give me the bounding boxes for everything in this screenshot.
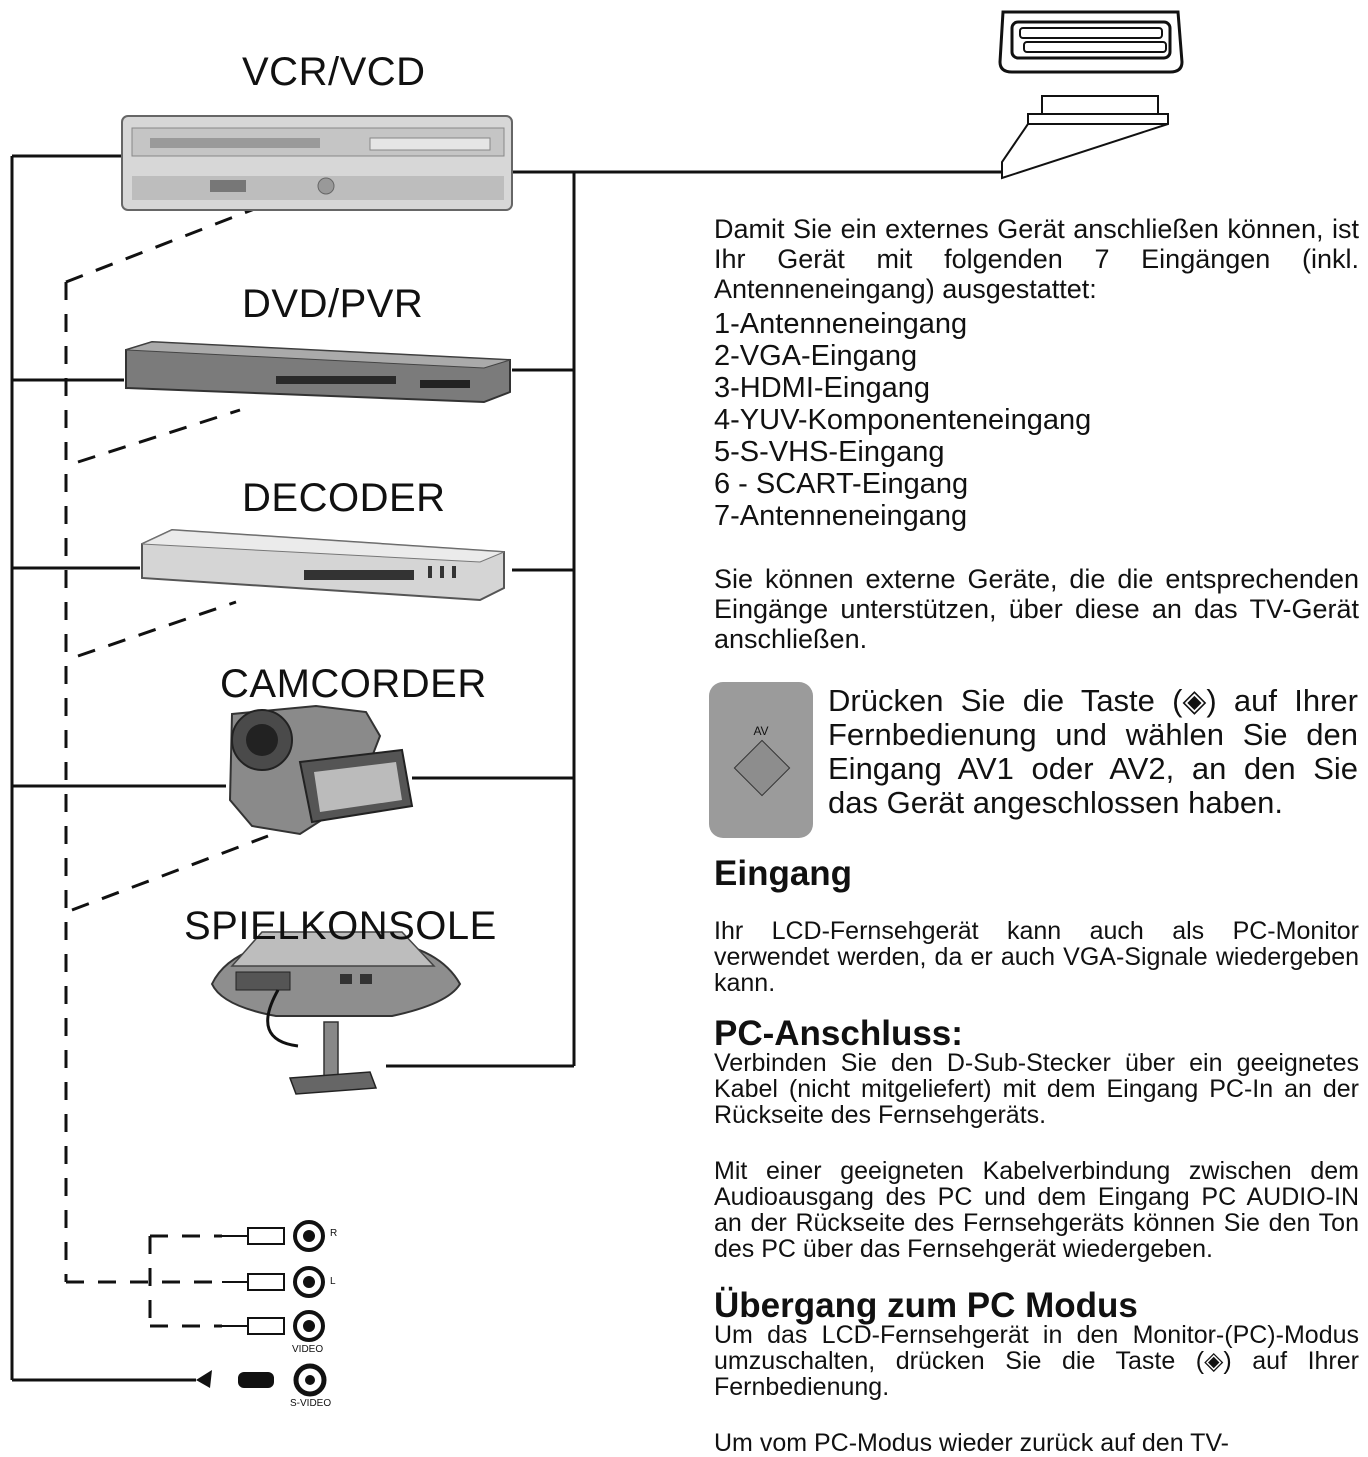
list-item: 5-S-VHS-Eingang (714, 436, 1091, 468)
console-label: SPIELKONSOLE (184, 904, 497, 949)
external-devices-paragraph: Sie können externe Geräte, die die entsp… (714, 564, 1359, 654)
av-diamond-icon (734, 740, 791, 797)
av-button-illustration: AV (709, 682, 813, 838)
camcorder-label: CAMCORDER (220, 662, 487, 707)
pc-paragraph-2: Mit einer geeigneten Kabelverbindung zwi… (714, 1158, 1359, 1262)
list-item: 7-Antenneneingang (714, 500, 1091, 532)
jack-l-label: L (330, 1276, 336, 1287)
pc-paragraph-1: Verbinden Sie den D-Sub-Stecker über ein… (714, 1050, 1359, 1128)
list-item: 4-YUV-Komponenteneingang (714, 404, 1091, 436)
dvd-device-icon (126, 342, 510, 402)
jack-r-label: R (330, 1228, 337, 1239)
heading-input: Eingang (714, 856, 852, 892)
heading-pc-connection: PC-Anschluss: (714, 1016, 963, 1052)
list-item: 1-Antenneneingang (714, 308, 1091, 340)
vcr-label: VCR/VCD (242, 50, 426, 95)
jack-video-label: VIDEO (292, 1344, 323, 1355)
svideo-jack-icon (196, 1366, 324, 1394)
decoder-label: DECODER (242, 476, 446, 521)
heading-pc-mode: Übergang zum PC Modus (714, 1288, 1138, 1324)
input-list: 1-Antenneneingang 2-VGA-Eingang 3-HDMI-E… (714, 308, 1091, 532)
input-paragraph: Ihr LCD-Fernsehgerät kann auch als PC-Mo… (714, 918, 1359, 996)
list-item: 6 - SCART-Eingang (714, 468, 1091, 500)
intro-paragraph: Damit Sie ein externes Gerät anschließen… (714, 214, 1359, 304)
camcorder-device-icon (230, 706, 412, 834)
jack-svideo-label: S-VIDEO (290, 1398, 331, 1409)
av-button-label: AV (709, 724, 813, 738)
dvd-label: DVD/PVR (242, 282, 423, 327)
pc-mode-paragraph: Um das LCD-Fernsehgerät in den Monitor-(… (714, 1322, 1359, 1400)
game-console-device-icon (212, 932, 460, 1094)
list-item: 3-HDMI-Eingang (714, 372, 1091, 404)
decoder-device-icon (142, 530, 504, 600)
vcr-device-icon (122, 116, 512, 210)
av-instruction: Drücken Sie die Taste (◈) auf Ihrer Fern… (828, 684, 1358, 820)
list-item: 2-VGA-Eingang (714, 340, 1091, 372)
pc-mode-paragraph-2: Um vom PC-Modus wieder zurück auf den TV… (714, 1430, 1359, 1456)
rca-jacks-icon (222, 1222, 323, 1340)
scart-connector-icon (1000, 12, 1182, 178)
